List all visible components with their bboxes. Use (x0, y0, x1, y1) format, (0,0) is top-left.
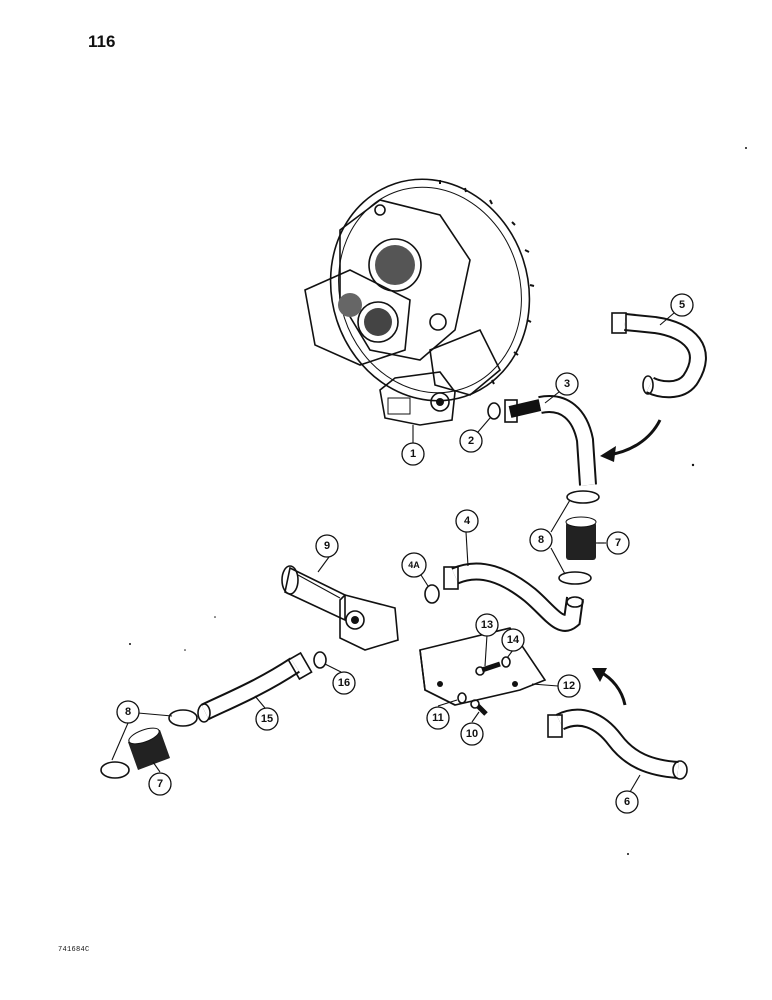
callout-12: 12 (557, 674, 581, 698)
callout-label: 8 (538, 534, 544, 546)
replacement-arrow (592, 668, 627, 706)
callout-7-lower: 7 (148, 772, 172, 796)
callout-15: 15 (255, 707, 279, 731)
hose-3 (504, 395, 597, 486)
hose-sleeve-7 (128, 727, 170, 770)
hydraulic-pump (379, 371, 456, 426)
callout-label: 4 (464, 515, 471, 527)
callout-7-upper: 7 (606, 531, 630, 555)
callout-11: 11 (426, 706, 450, 730)
callout-label: 13 (481, 619, 493, 631)
callout-label: 8 (125, 706, 131, 718)
callout-6: 6 (615, 790, 639, 814)
callout-label: 10 (466, 728, 478, 740)
callout-label: 7 (615, 537, 621, 549)
callout-label: 4A (408, 560, 420, 570)
callout-8-lower: 8 (116, 700, 140, 724)
callout-8-upper: 8 (529, 528, 553, 552)
callout-label: 2 (468, 435, 474, 447)
bolt-13 (475, 661, 501, 676)
hose-4 (443, 562, 584, 632)
callout-14: 14 (501, 628, 525, 652)
replacement-arrow (600, 419, 662, 462)
o-ring-4a (424, 584, 440, 604)
drawing-reference-code: 741684C (58, 946, 90, 954)
callout-label: 5 (679, 299, 685, 311)
callout-13: 13 (475, 613, 499, 637)
callout-1: 1 (401, 442, 425, 466)
callout-4a: 4A (401, 552, 427, 578)
callout-10: 10 (460, 722, 484, 746)
callout-label: 14 (507, 634, 520, 646)
washer-11 (457, 692, 467, 704)
o-ring-16 (313, 651, 327, 669)
callout-9: 9 (315, 534, 339, 558)
hose-clamp (566, 490, 600, 504)
o-ring-2 (487, 402, 501, 420)
hose-clamp (558, 571, 592, 585)
callout-label: 16 (338, 677, 350, 689)
callout-label: 15 (261, 713, 273, 725)
washer-14 (501, 656, 511, 668)
callout-label: 6 (624, 796, 630, 808)
hose-15 (197, 651, 313, 723)
callout-2: 2 (459, 429, 483, 453)
callout-16: 16 (332, 671, 356, 695)
callout-label: 12 (563, 680, 575, 692)
bolt-10 (470, 699, 488, 716)
hose-clamp (100, 761, 130, 779)
callout-3: 3 (555, 372, 579, 396)
transmission-housing (304, 178, 535, 402)
hose-5 (611, 312, 707, 399)
callout-label: 11 (432, 712, 444, 724)
scan-specks (129, 147, 747, 855)
filter-mounting-bracket (419, 627, 547, 706)
callout-label: 1 (410, 448, 416, 460)
hydraulic-filter (281, 565, 399, 651)
callout-5: 5 (670, 293, 694, 317)
callout-label: 7 (157, 778, 163, 790)
hose-clamp (168, 709, 198, 727)
hose-sleeve-7 (565, 516, 597, 560)
page-number: 116 (88, 32, 116, 51)
callout-4: 4 (455, 509, 479, 533)
hose-6 (547, 708, 688, 780)
callout-label: 3 (564, 378, 570, 390)
callout-label: 9 (324, 540, 330, 552)
